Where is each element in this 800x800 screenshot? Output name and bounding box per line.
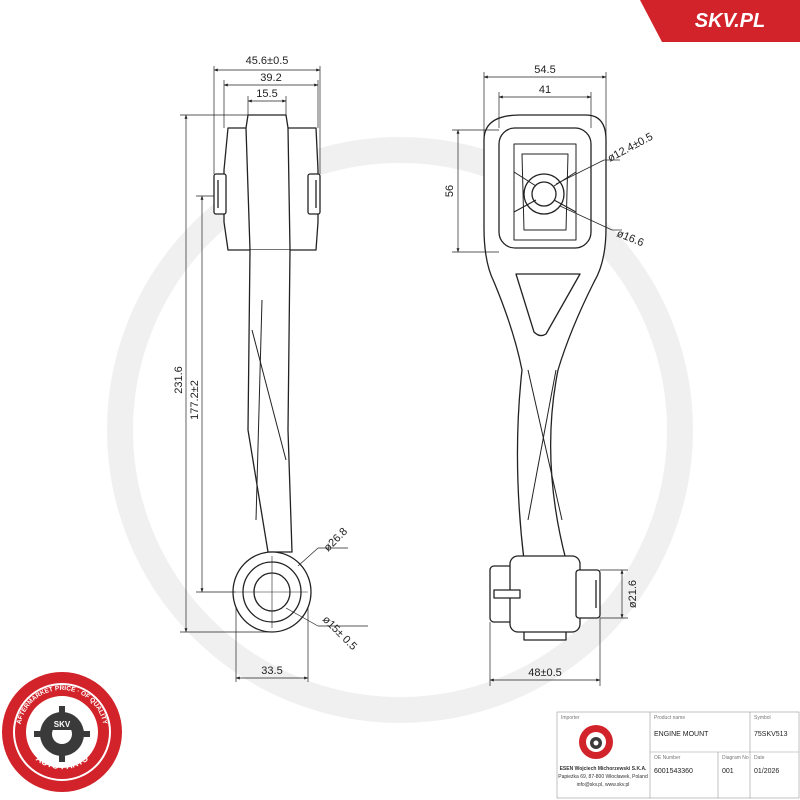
dim-total-length: 231.6 (173, 366, 185, 394)
background-watermark (107, 137, 693, 723)
symbol-value: 75SKV513 (754, 731, 788, 738)
importer-contact: info@skv.pl, www.skv.pl (577, 782, 630, 788)
dim-bushing-width: 33.5 (261, 665, 282, 677)
importer-address: Papieżka 69, 87-800 Włocławek, Poland (558, 774, 648, 780)
diagram-label: Diagram No (722, 755, 749, 761)
dim-bushing-inner: ø15± 0.5 (320, 614, 359, 653)
front-view-dimensions (452, 72, 628, 686)
dim-inner-width: 39.2 (260, 72, 281, 84)
dim-bushing-length: 48±0.5 (528, 667, 562, 679)
dim-bushing-diameter: ø21.6 (627, 580, 639, 608)
mini-skv-logo (579, 725, 613, 759)
brand-name: SKV.PL (695, 10, 765, 32)
title-block: Importer ESEN Wojciech Michorzewski S.K.… (556, 711, 800, 799)
product-name: ENGINE MOUNT (654, 731, 709, 738)
importer-label: Importer (561, 715, 580, 721)
dim-front-inner-width: 41 (539, 84, 551, 96)
brand-banner: SKV.PL (640, 0, 800, 42)
product-label: Product name (654, 715, 685, 721)
dim-bushing-outer: ø26.8 (322, 526, 350, 554)
logo-inner-text: SKV (54, 720, 71, 729)
oe-number: 6001543360 (654, 768, 693, 775)
side-view (213, 114, 321, 633)
dim-bolt-hole: ø12.4±0.5 (606, 131, 655, 165)
front-view (483, 114, 607, 641)
date-label: Date (754, 755, 765, 761)
dim-overall-width: 45.6±0.5 (246, 55, 289, 67)
symbol-label: Symbol (754, 715, 771, 721)
skv-auto-parts-logo: SKV AFTERMARKET PRICE · OF QUALITY AUTO … (2, 672, 122, 792)
diagram-number: 001 (722, 768, 734, 775)
date-value: 01/2026 (754, 768, 779, 775)
dim-front-overall-width: 54.5 (534, 64, 555, 76)
oe-label: OE Number (654, 755, 681, 761)
side-view-dimensions (180, 66, 368, 682)
dim-front-height: 56 (444, 185, 456, 197)
dim-center-distance: 177.2±2 (189, 380, 201, 420)
dim-bar-width: 15.5 (256, 88, 277, 100)
importer-name: ESEN Wojciech Michorzewski S.K.A. (560, 766, 647, 772)
